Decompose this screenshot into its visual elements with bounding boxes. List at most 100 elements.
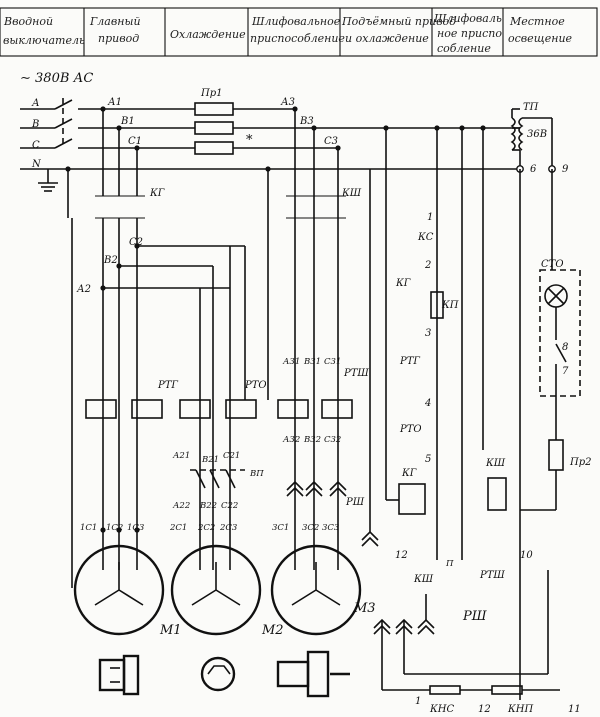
label-b22: В22 [199,501,217,511]
header-cell-2-line1: Главный [89,15,141,28]
fuse-pr2 [548,439,564,471]
thermal-relay-rtg-1 [85,399,117,419]
label-c2: С2 [129,237,143,248]
header-cell-5-line2: и охлаждение [345,32,429,45]
fuse-pr1-c [194,141,234,155]
grinder-circuit: КШ А31 В31 С31 РТШ А32 В32 С32 РШ 3С1 3С… [272,109,379,570]
pump-sketch [200,656,236,692]
motor-m3 [270,544,362,636]
star-mark: * [246,133,253,148]
label-node-12: 12 [395,550,408,561]
bus-label-c: С [32,140,40,151]
thermal-relay-rtg-2 [131,399,163,419]
label-c32: С32 [324,435,341,445]
label-c31: С31 [324,357,341,367]
label-a32: А32 [282,435,300,445]
bus-label-a: А [31,98,40,109]
header-table: Вводной выключатель Главный привод Охлаж… [0,7,598,57]
label-b32: В32 [303,435,321,445]
label-rtg-contact: РТГ [399,356,420,367]
motor-m1 [73,544,165,636]
mechanical-sketches [98,650,350,698]
grinder-sketch [276,660,310,688]
label-3c2: 3С2 [302,523,319,533]
power-buses: А В С N Пр1 * А1 В1 С1 А3 В3 С3 [20,88,520,192]
label-rsh: РШ [345,497,365,508]
label-m3: М3 [353,601,376,616]
label-sto: СТО [541,259,564,270]
header-cell-6-line1: Шлифоваль [433,12,502,25]
label-tp: ТП [523,102,539,113]
label-ksh-contacts: КШ [341,188,362,199]
header-cell-4-line2: приспособление [250,32,345,45]
label-c22: С22 [221,501,238,511]
label-p: П [445,559,454,569]
label-pr2: Пр2 [569,457,591,468]
label-ksh-coil: КШ [485,458,506,469]
header-cell-4-line1: Шлифовальное [251,15,341,28]
header-cell-7-line1: Местное [509,15,565,28]
label-1c1: 1С1 [80,523,97,533]
label-a3: А3 [280,97,295,108]
fuse-label-pr1: Пр1 [200,88,222,99]
label-ks: КС [417,232,434,243]
label-node-3: 3 [425,328,431,339]
label-kg-contacts: КГ [149,188,165,199]
label-b2: В2 [103,255,118,266]
label-node-1: 1 [427,212,433,223]
label-2c3: 2С3 [219,523,237,533]
header-cell-1-line1: Вводной [3,15,53,28]
label-b1: В1 [120,116,135,127]
label-a2: А2 [76,284,91,295]
label-rtsh: РТШ [343,368,369,379]
header-cell-5-line1: Подъёмный привод [341,15,456,28]
label-b3: В3 [299,116,314,127]
button-kns [429,685,461,695]
supply-label: ∼ 380В АС [20,71,93,86]
bus-label-b: В [31,119,39,130]
control-circuit: 1 КС 2 КГ КП 3 РТГ 4 РТО 5 КГ КШ 10 РТШ … [373,128,581,715]
label-2c2: 2С2 [197,523,215,533]
spindle-sketch [98,658,126,692]
label-kg-self: КГ [395,278,411,289]
label-3c3: 3С3 [322,523,339,533]
label-rto-contact: РТО [399,424,422,435]
label-3c1: 3С1 [272,523,289,533]
label-node-1b: 1 [415,696,421,707]
bus-label-n: N [31,159,42,170]
coil-ksh [487,477,507,511]
label-node-8: 8 [562,342,568,353]
label-vp: ВП [249,469,264,479]
label-c3: С3 [324,136,338,147]
label-a22: А22 [172,501,190,511]
main-switch-blade-a [54,99,73,110]
motors: М1 М2 М3 [73,544,376,638]
label-rsh-plug: РШ [462,609,488,624]
header-cell-6-line3: собление [437,42,491,55]
label-node-5: 5 [425,454,431,465]
plug-connector-1 [286,480,304,497]
label-node-9: 9 [562,164,569,175]
label-1c2: 1С2 [106,523,123,533]
label-rto: РТО [244,380,267,391]
label-ksh-contact: КШ [413,574,434,585]
lamp-enclosure [539,269,581,397]
label-node-12b: 12 [478,704,491,715]
label-a1: А1 [107,97,122,108]
thermal-relay-rto-1 [179,399,211,419]
coil-kg [398,483,426,515]
label-knp: КНП [507,704,533,715]
label-node-7: 7 [562,366,569,377]
thermal-relay-rtsh-1 [277,399,309,419]
header-cell-1-line2: выключатель [3,34,85,47]
header-cell-2-line2: привод [98,32,139,45]
label-node-2: 2 [424,260,431,271]
label-c1: С1 [128,136,142,147]
label-kg-coil: КГ [401,468,417,479]
label-b21: В21 [201,455,219,465]
button-kp [430,291,444,319]
label-m2: М2 [261,623,284,638]
label-node-11: 11 [568,704,581,715]
